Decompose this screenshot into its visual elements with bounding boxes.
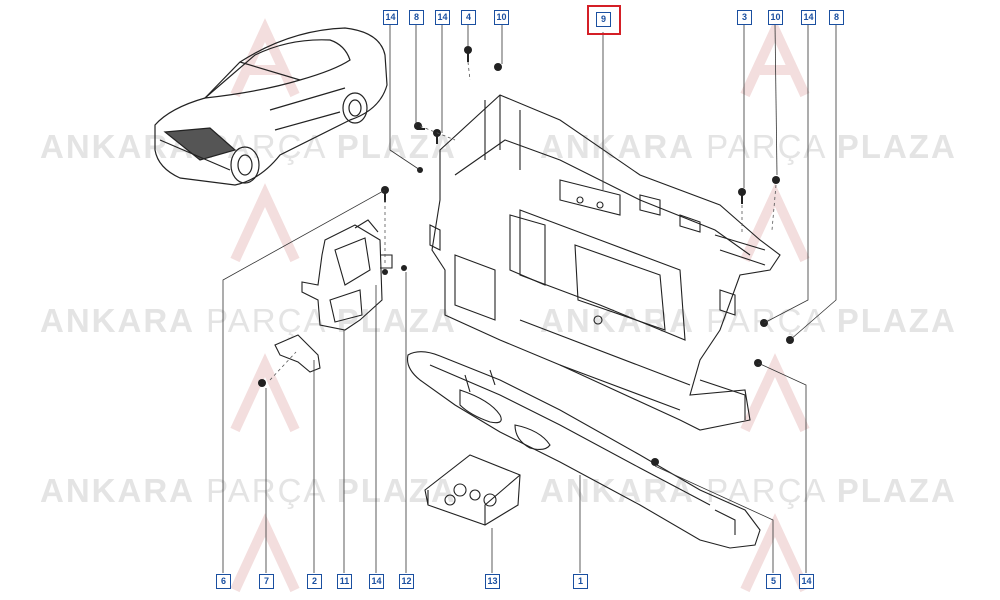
callout-14[interactable]: 14 [435, 10, 450, 25]
callout-9[interactable]: 9 [596, 12, 611, 27]
clip-kit-box [424, 454, 521, 526]
callout-7[interactable]: 7 [259, 574, 274, 589]
bracket-assembly [301, 219, 393, 331]
callout-12[interactable]: 12 [399, 574, 414, 589]
front-end-panel [429, 94, 781, 431]
callout-14[interactable]: 14 [383, 10, 398, 25]
callout-3[interactable]: 3 [737, 10, 752, 25]
callout-10[interactable]: 10 [494, 10, 509, 25]
lower-crossmember [406, 351, 761, 549]
callout-6[interactable]: 6 [216, 574, 231, 589]
callout-10[interactable]: 10 [768, 10, 783, 25]
callout-8[interactable]: 8 [829, 10, 844, 25]
callout-14[interactable]: 14 [369, 574, 384, 589]
callout-8[interactable]: 8 [409, 10, 424, 25]
highlight-frame [587, 5, 621, 35]
logo-watermark [230, 18, 810, 593]
assembly-lines [269, 61, 777, 381]
callout-14[interactable]: 14 [799, 574, 814, 589]
small-bracket [274, 334, 321, 373]
callout-1[interactable]: 1 [573, 574, 588, 589]
callout-14[interactable]: 14 [801, 10, 816, 25]
leader-lines [222, 23, 837, 573]
callout-5[interactable]: 5 [766, 574, 781, 589]
fasteners [258, 46, 794, 466]
callout-11[interactable]: 11 [337, 574, 352, 589]
callout-2[interactable]: 2 [307, 574, 322, 589]
car-illustration [154, 27, 388, 186]
callout-13[interactable]: 13 [485, 574, 500, 589]
callout-4[interactable]: 4 [461, 10, 476, 25]
